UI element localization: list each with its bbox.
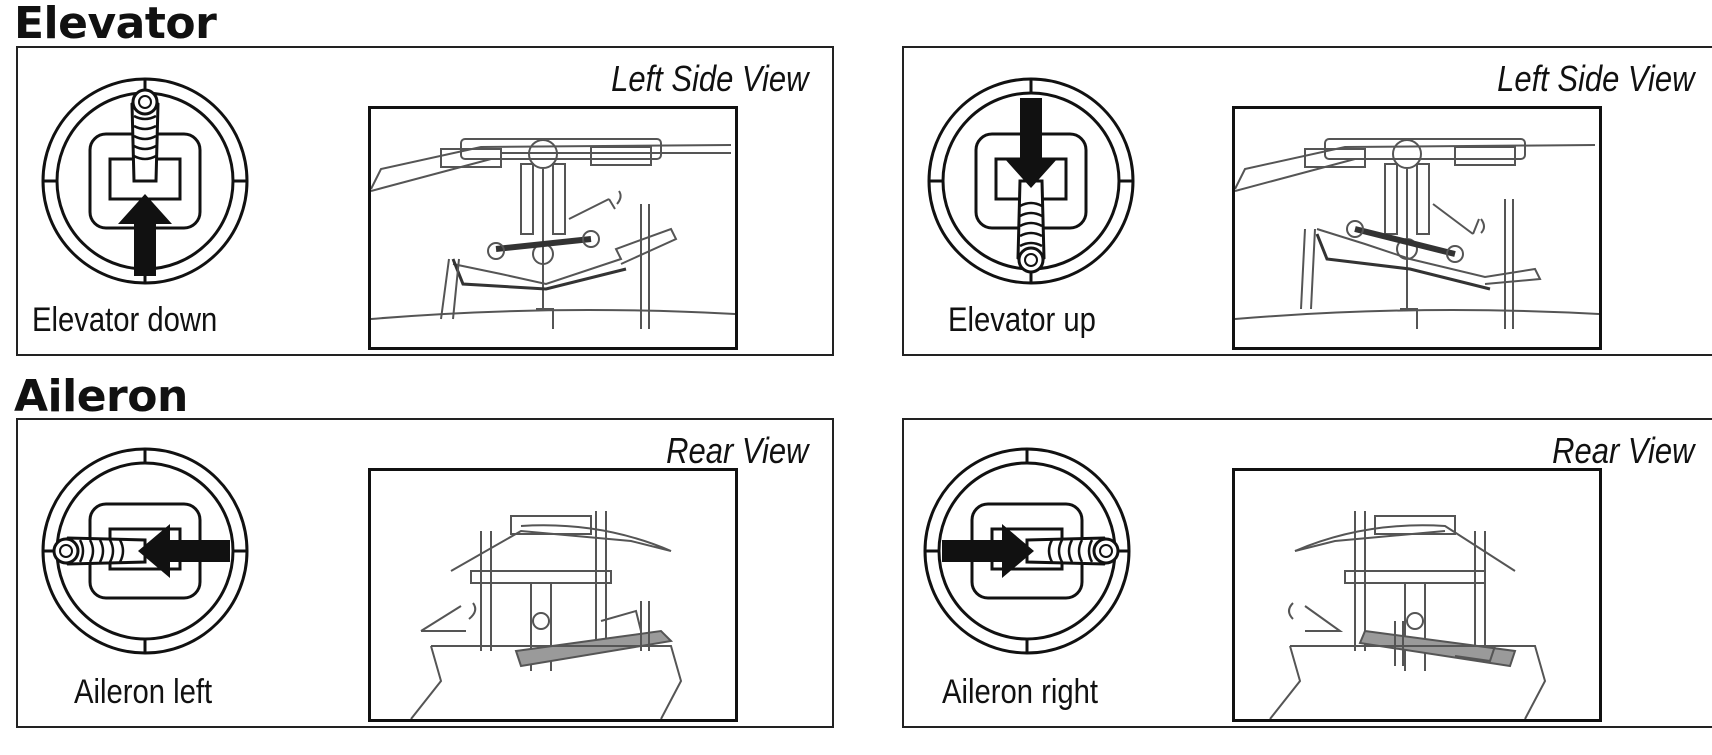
heli-diagram-rear	[1232, 468, 1602, 722]
swashplate-tilt-icon	[608, 198, 616, 210]
panel-aileron-right: Rear View Aileron right	[902, 418, 1712, 728]
direction-arrow-icon	[1004, 98, 1058, 188]
control-stick-icon	[41, 447, 249, 655]
rotation-arrow-icon	[468, 602, 477, 620]
view-label: Rear View	[1551, 430, 1694, 471]
panel-elevator-down: Left Side View Elevator down	[16, 46, 834, 356]
swashplate-tilt-icon	[1432, 203, 1474, 235]
control-stick-icon	[923, 447, 1131, 655]
heli-diagram-side	[368, 106, 738, 350]
view-label: Left Side View	[1496, 58, 1694, 99]
heli-diagram-rear	[368, 468, 738, 722]
swashplate-tilt-icon	[1304, 605, 1344, 632]
direction-arrow-icon	[118, 194, 172, 276]
section-title-elevator: Elevator	[14, 0, 217, 49]
view-label: Rear View	[665, 430, 808, 471]
panel-aileron-left: Rear View Aileron left	[16, 418, 834, 728]
stick-caption: Aileron left	[74, 673, 213, 711]
direction-arrow-icon	[942, 524, 1034, 578]
direction-arrow-icon	[138, 524, 230, 578]
rotation-arrow-icon	[1288, 602, 1294, 620]
control-stick-icon	[927, 77, 1135, 285]
rotation-arrow-icon	[1480, 218, 1485, 234]
view-label: Left Side View	[610, 58, 808, 99]
swashplate-tilt-icon	[420, 605, 462, 632]
stick-caption: Elevator up	[948, 301, 1096, 339]
stick-caption: Aileron right	[942, 673, 1099, 711]
section-title-aileron: Aileron	[14, 371, 188, 422]
panel-elevator-up: Left Side View Elevator up	[902, 46, 1712, 356]
control-stick-icon	[41, 77, 249, 285]
stick-caption: Elevator down	[32, 301, 218, 339]
rotation-arrow-icon	[616, 190, 622, 205]
heli-diagram-side	[1232, 106, 1602, 350]
